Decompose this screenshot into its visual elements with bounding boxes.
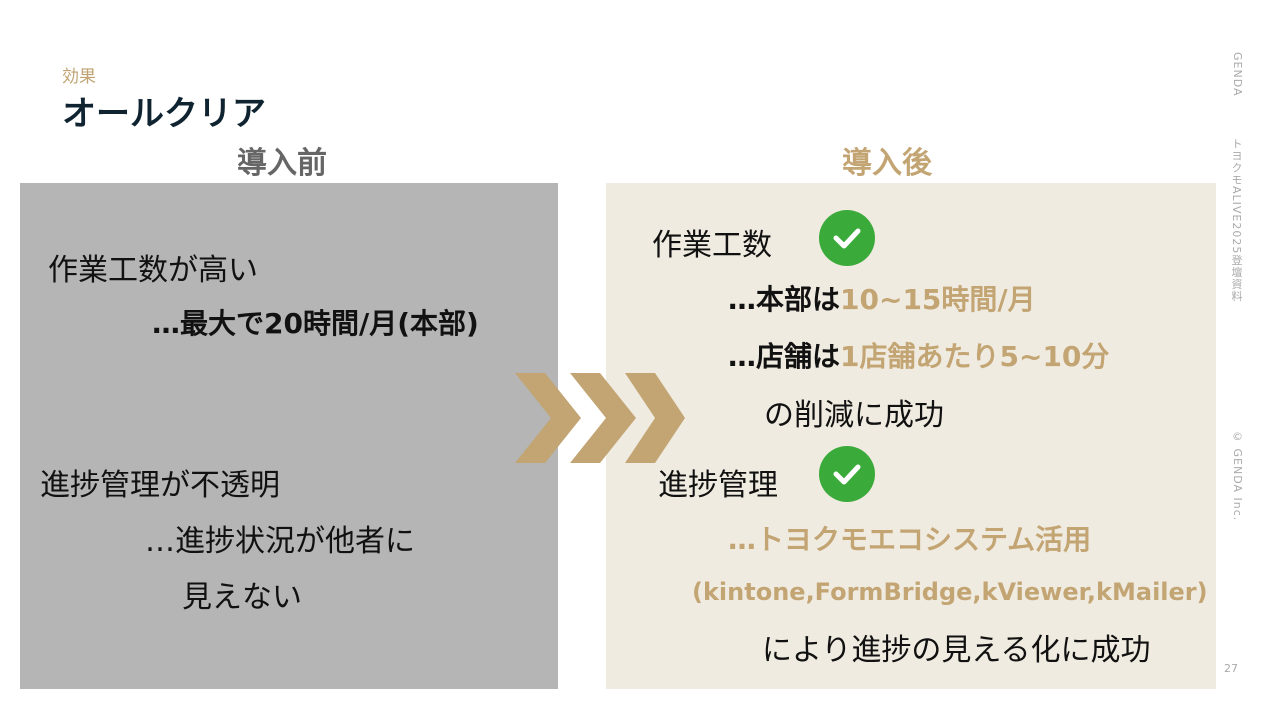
after-line3: の削減に成功 <box>764 398 944 433</box>
before-item2-detail2: 見えない <box>182 580 302 615</box>
page-title: オールクリア <box>62 94 266 134</box>
before-item1: 作業工数が高い <box>48 253 258 288</box>
check-icon <box>819 446 875 502</box>
after-line4: …トヨクモエコシステム活用 <box>728 523 1092 556</box>
check-icon <box>819 210 875 266</box>
before-item2-detail1: …進捗状況が他者に <box>145 524 415 559</box>
after-line2-prefix: …店舗は <box>728 340 841 373</box>
after-line5: (kintone,FormBridge,kViewer,kMailer) <box>692 578 1208 606</box>
after-line6: により進捗の見える化に成功 <box>762 633 1151 668</box>
copyright: © GENDA Inc. <box>1231 430 1244 522</box>
after-panel <box>606 183 1216 689</box>
section-kicker: 効果 <box>62 67 96 87</box>
event-label: トヨクモALIVE2025登壇資料 <box>1230 138 1243 303</box>
after-line2-value: 1店舗あたり5~10分 <box>840 340 1110 373</box>
before-heading: 導入前 <box>237 146 327 181</box>
brand-label: GENDA <box>1231 52 1244 97</box>
before-item1-detail: …最大で20時間/月(本部) <box>152 307 479 340</box>
after-line1-prefix: …本部は <box>728 283 841 316</box>
page-number: 27 <box>1224 662 1238 675</box>
before-panel <box>20 183 558 689</box>
arrow-chevrons-icon <box>515 373 685 463</box>
after-item2: 進捗管理 <box>658 468 778 503</box>
after-item1: 作業工数 <box>652 228 772 263</box>
after-heading: 導入後 <box>842 146 932 181</box>
after-line1-value: 10~15時間/月 <box>840 283 1036 316</box>
before-item2: 進捗管理が不透明 <box>40 468 280 503</box>
